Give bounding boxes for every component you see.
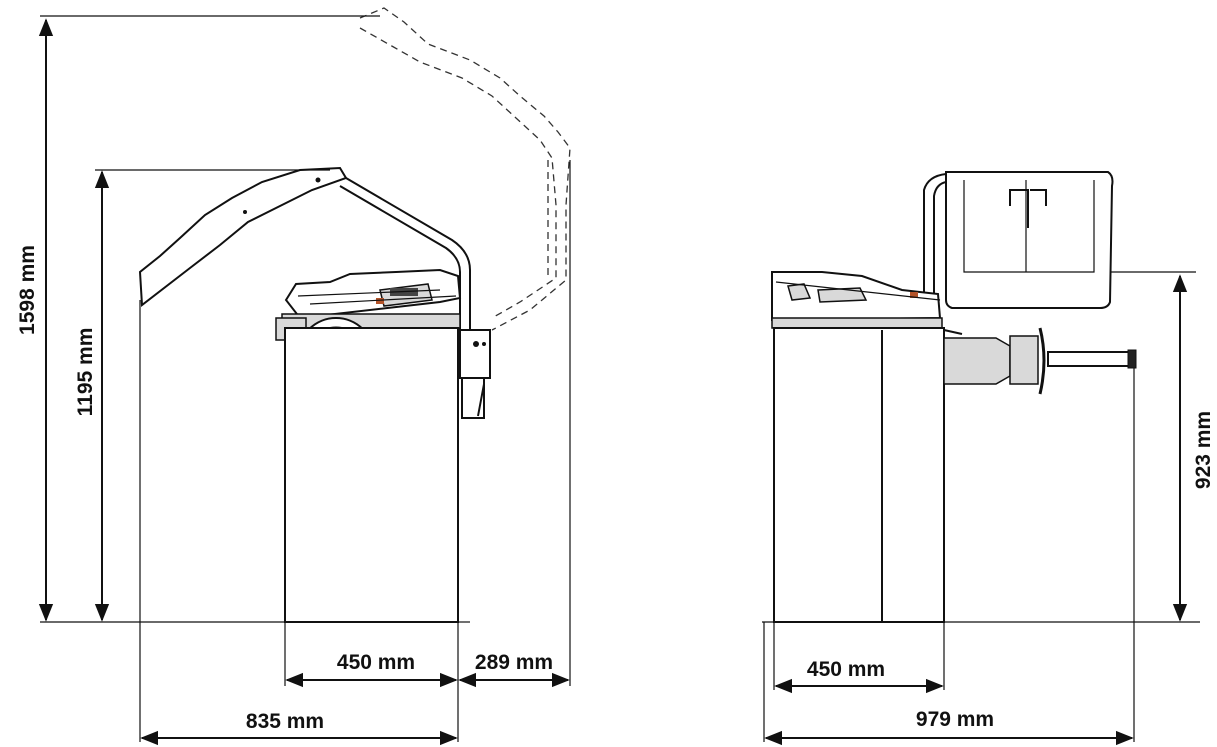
- width-right-label: 289 mm: [475, 651, 553, 674]
- guard-arm-front: [923, 173, 947, 300]
- wheel-guard: [138, 166, 348, 307]
- side-view: 1598 mm 1195 mm 450 mm 289 mm 835 mm: [16, 7, 571, 746]
- height-guard-down-label: 1195 mm: [74, 328, 97, 417]
- height-total-label: 1598 mm: [16, 245, 39, 335]
- shaft-housing: [943, 337, 1011, 385]
- raised-guard-outline: [359, 7, 571, 331]
- height-shaft-label: 923 mm: [1192, 411, 1215, 489]
- front-view: 923 mm 450 mm 979 mm: [762, 171, 1215, 746]
- raised-guard-inner: [359, 27, 557, 319]
- shaft: [1047, 351, 1135, 367]
- front-width-total-label: 979 mm: [916, 708, 994, 731]
- guard-arm: [345, 177, 471, 330]
- guard-front: [945, 171, 1114, 309]
- width-base-label: 450 mm: [337, 651, 415, 674]
- top-panel: [284, 268, 462, 320]
- side-gauge-box: [459, 329, 491, 379]
- front-cabinet: [773, 327, 945, 623]
- width-total-label: 835 mm: [246, 710, 324, 733]
- cabinet-body: [284, 327, 459, 623]
- front-width-base-label: 450 mm: [807, 658, 885, 681]
